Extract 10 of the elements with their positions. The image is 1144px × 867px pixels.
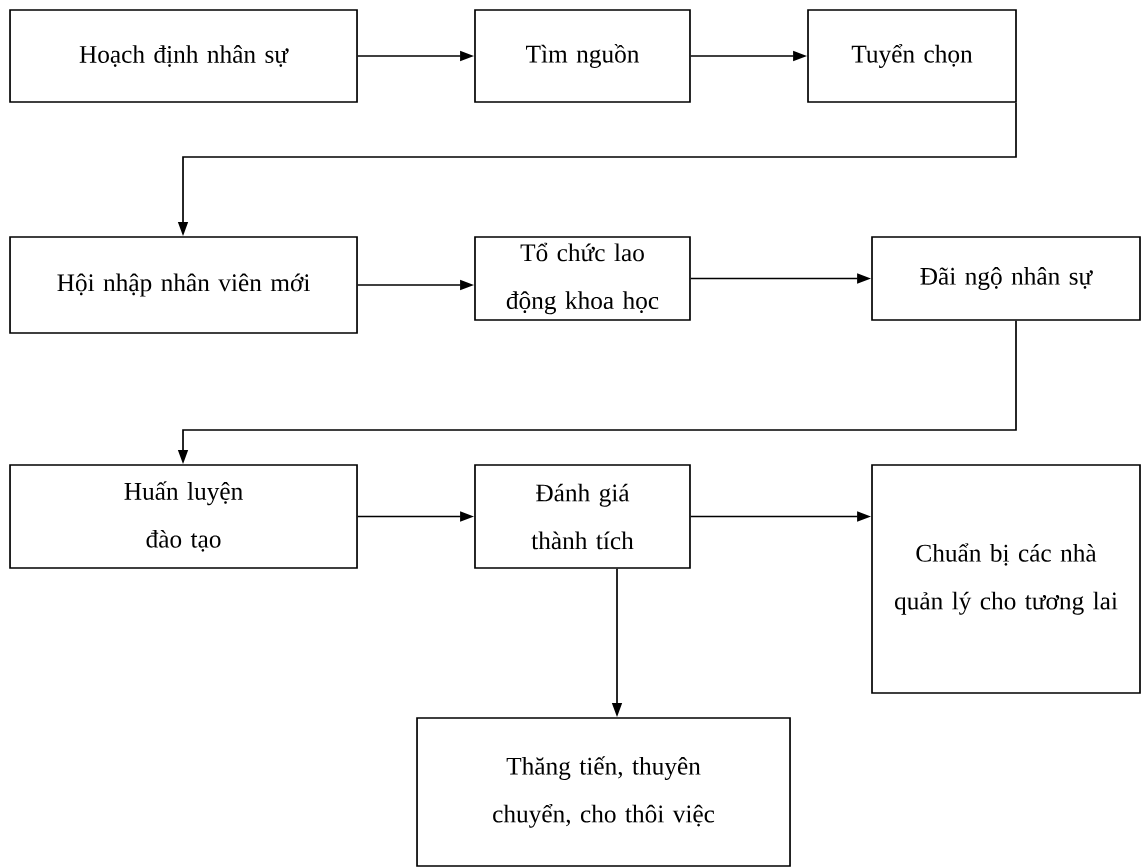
process-box: Tổ chức lao động khoa học [474, 236, 691, 321]
process-box: Hoạch định nhân sự [9, 9, 358, 103]
process-box: Đánh giá thành tích [474, 464, 691, 569]
process-box: Tìm nguồn [474, 9, 691, 103]
process-box: Đãi ngộ nhân sự [871, 236, 1141, 321]
process-box: Chuẩn bị các nhà quản lý cho tương lai [871, 464, 1141, 694]
process-box: Hội nhập nhân viên mới [9, 236, 358, 334]
process-box: Huấn luyện đào tạo [9, 464, 358, 569]
process-box: Thăng tiến, thuyên chuyển, cho thôi việc [416, 717, 791, 867]
process-box: Tuyển chọn [807, 9, 1017, 103]
